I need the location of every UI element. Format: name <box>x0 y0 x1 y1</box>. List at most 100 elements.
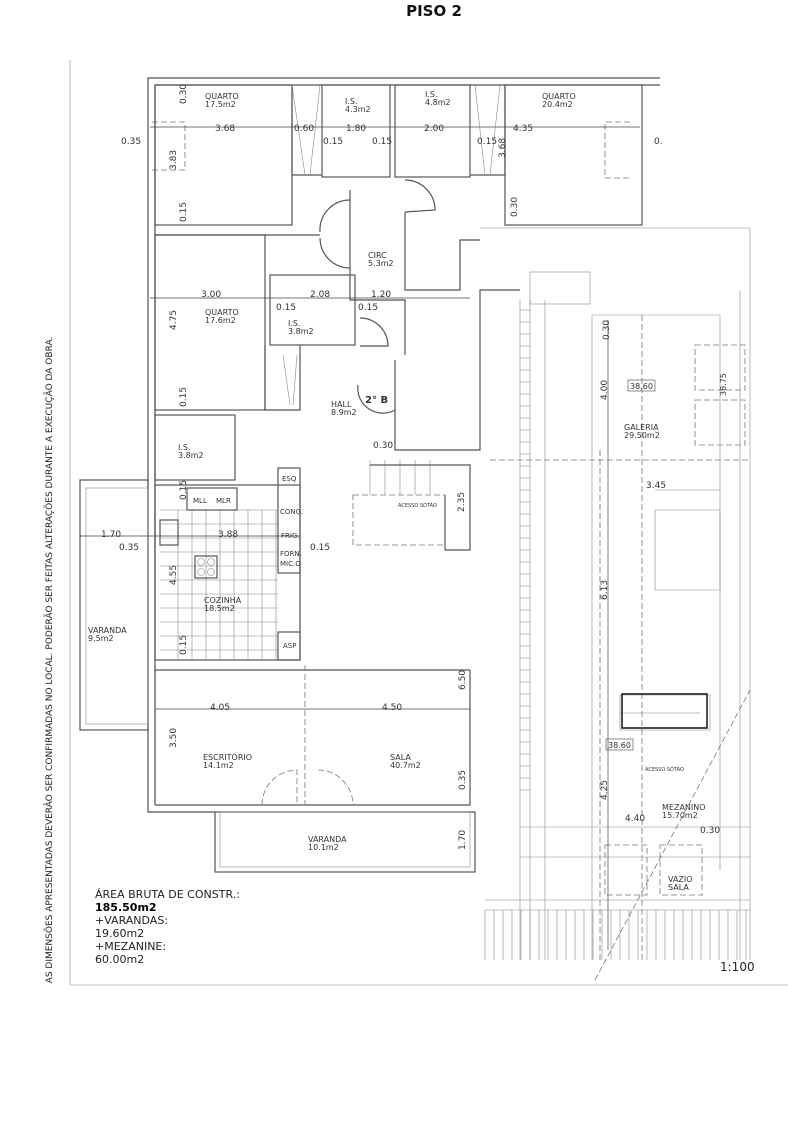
dimension-label: 0. <box>654 137 663 147</box>
dimension-label: 0.35 <box>458 770 468 790</box>
dimension-label: 0.35 <box>121 137 141 147</box>
room-area: 17.6m2 <box>205 316 236 325</box>
room-area: 40.7m2 <box>390 761 421 770</box>
fixture-label: ACESSO SÓTÃO <box>398 502 437 509</box>
stair-tag: 2° B <box>365 395 388 406</box>
dimension-label: 1.20 <box>371 290 391 300</box>
dimension-label: 0.15 <box>179 635 189 655</box>
dimension-label: 2.08 <box>310 290 330 300</box>
room-name: VARANDA <box>88 626 127 635</box>
room-area: 29.50m2 <box>624 431 660 440</box>
room-area: 9.5m2 <box>88 634 114 643</box>
wall-is-2 <box>394 84 471 178</box>
room-area: 17.5m2 <box>205 100 236 109</box>
dimension-label: 4.25 <box>600 780 610 800</box>
room-area: 4.8m2 <box>425 98 451 107</box>
fixture-label: ACESSO SÓTÃO <box>645 766 684 773</box>
level-marker: 38.75 <box>719 373 728 396</box>
room-area: 18.5m2 <box>204 604 235 613</box>
dimension-label: 0.15 <box>477 137 497 147</box>
page-title: PISO 2 <box>0 2 788 20</box>
room-area: 4.3m2 <box>345 105 371 114</box>
dimension-label: 4.50 <box>382 703 402 713</box>
dimension-label: 0.30 <box>373 441 393 451</box>
title-text: PISO 2 <box>406 2 462 20</box>
dimension-label: 0.15 <box>179 480 189 500</box>
dimension-label: 4.05 <box>210 703 230 713</box>
mezzanine-stair <box>621 693 708 729</box>
dimension-label: 0.35 <box>119 543 139 553</box>
room-name: VAZIO <box>668 875 693 884</box>
fixture-label: MLR <box>216 497 231 505</box>
gross-area-value: 185.50m2 <box>95 901 157 914</box>
balconies-value: 19.60m2 <box>95 927 145 940</box>
dimension-label: 0.15 <box>310 543 330 553</box>
room-name: HALL <box>331 400 352 409</box>
dimension-label: 6.50 <box>458 670 468 690</box>
dimension-label: 4.55 <box>169 565 179 585</box>
sheet-frame <box>69 60 788 986</box>
dimension-label: 4.75 <box>169 310 179 330</box>
balconies-label: +VARANDAS: <box>95 914 169 927</box>
fixture-label: FORN. <box>280 550 302 558</box>
dimension-label: 3.88 <box>218 530 238 540</box>
dimension-label: 0.15 <box>179 387 189 407</box>
room-name: VARANDA <box>308 835 347 844</box>
room-name: ESCRITÓRIO <box>203 751 252 762</box>
dimension-label: 6.13 <box>600 580 610 600</box>
level-marker: 38.60 <box>608 741 631 750</box>
room-name: GALERIA <box>624 423 659 432</box>
dimension-label: 0.15 <box>323 137 343 147</box>
cooktop-icon <box>194 555 218 579</box>
dimension-label: 3.83 <box>169 150 179 170</box>
dimension-label: 0.15 <box>358 303 378 313</box>
walls <box>69 60 788 986</box>
room-name: MEZANINO <box>662 803 706 812</box>
room-area: 8.9m2 <box>331 408 357 417</box>
galeria-structure <box>480 227 751 960</box>
level-box <box>627 379 656 392</box>
dimension-label: 3.68 <box>215 124 235 134</box>
dimension-label: 0.15 <box>372 137 392 147</box>
area-summary: ÁREA BRUTA DE CONSTR.: 185.50m2 +VARANDA… <box>95 888 240 966</box>
room-name: QUARTO <box>205 308 239 317</box>
dimension-label: 4.40 <box>625 814 645 824</box>
fixture-label: MLL <box>193 497 207 505</box>
room-area: 3.8m2 <box>288 327 314 336</box>
mezzanine-value: 60.00m2 <box>95 953 145 966</box>
dimension-label: 3.50 <box>169 728 179 748</box>
dimension-label: 1.70 <box>458 830 468 850</box>
dimension-label: 1.80 <box>346 124 366 134</box>
room-name: CIRC <box>368 251 387 260</box>
dimension-label: 0.15 <box>179 202 189 222</box>
fixture-label: FRIG. <box>281 532 300 540</box>
wall-is-1 <box>321 84 391 178</box>
dimension-label: 2.35 <box>457 492 467 512</box>
room-area: 5.3m2 <box>368 259 394 268</box>
outer-wall-west <box>147 77 660 813</box>
room-area: 14.1m2 <box>203 761 234 770</box>
wall-is-3 <box>269 274 356 346</box>
fixture-label: CONG. <box>280 508 303 516</box>
dimension-label: 0.30 <box>510 197 520 217</box>
level-box <box>605 738 634 751</box>
room-name: I.S. <box>288 319 301 328</box>
room-area: 15.70m2 <box>662 811 698 820</box>
level-marker: 38.60 <box>630 382 653 391</box>
wall-is-4 <box>154 414 236 481</box>
dimension-label: 3.68 <box>498 138 508 158</box>
dimension-label: 0.60 <box>294 124 314 134</box>
wall-varanda-left <box>79 479 149 731</box>
room-name: COZINHA <box>204 596 242 605</box>
mezzanine-label: +MEZANINE: <box>95 940 167 953</box>
dimension-label: 0.15 <box>276 303 296 313</box>
dimension-label: 4.00 <box>600 380 610 400</box>
room-name: SALA <box>390 753 411 762</box>
dimension-label: 3.00 <box>201 290 221 300</box>
wall-quarto-2 <box>504 84 643 226</box>
dimension-label: 0.30 <box>179 84 189 104</box>
scale-label: 1:100 <box>720 960 755 974</box>
gross-area-label: ÁREA BRUTA DE CONSTR.: <box>95 888 240 901</box>
